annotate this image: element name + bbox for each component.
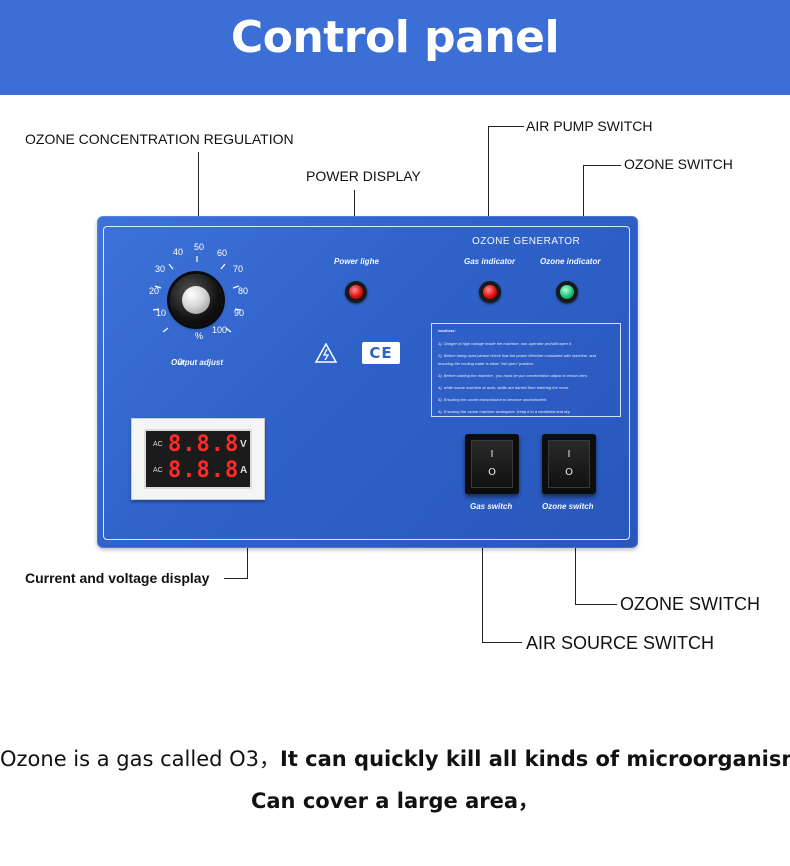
high-voltage-warning-icon: [315, 343, 337, 363]
dial-tick-label: 30: [155, 264, 166, 274]
leader-line: [488, 126, 524, 127]
leader-line: [482, 642, 522, 643]
leader-line: [583, 165, 621, 166]
footer-line-2: Can cover a large area，: [250, 789, 540, 813]
footer-emphasis: It can quickly kill all kinds of microor…: [280, 747, 790, 771]
switch-off-symbol: O: [565, 467, 573, 478]
caution-line: 1). Danger of high voltage inside the ma…: [438, 341, 573, 346]
dial-tick-label: 80: [238, 286, 249, 296]
callout-power-display: POWER DISPLAY: [306, 168, 421, 184]
meter-ac-label: AC: [153, 441, 163, 448]
current-unit: A: [240, 465, 248, 476]
dial-unit: %: [195, 331, 204, 341]
power-indicator-lamp: [345, 281, 367, 303]
switch-off-symbol: O: [488, 467, 496, 478]
leader-line: [198, 152, 199, 270]
power-light-label: Power lighe: [334, 257, 379, 266]
ozone-concentration-knob[interactable]: [170, 274, 222, 326]
leader-line: [482, 548, 483, 643]
voltage-unit: V: [240, 439, 247, 450]
gas-indicator-lamp: [479, 281, 501, 303]
leader-line: [224, 578, 248, 579]
caution-line: 3). Before starting the machine , you mu…: [438, 373, 589, 378]
leader-line: [575, 604, 617, 605]
footer-intro: Ozone is a gas called O3，: [0, 747, 281, 771]
dial-tick-label: 100: [212, 325, 228, 335]
leader-line: [583, 165, 584, 217]
switch-on-symbol: I: [490, 449, 494, 460]
ozone-switch-rocker: I O: [548, 440, 590, 488]
leader-line: [575, 548, 576, 605]
dial-scale-ticks: [152, 256, 242, 333]
caution-line: 6). Ensuring the ozone machine workspace…: [438, 409, 571, 414]
dial-tick-label: 20: [149, 286, 160, 296]
gas-switch-label: Gas switch: [470, 502, 513, 511]
dial-tick-label: 40: [173, 247, 184, 257]
callout-ozone-concentration: OZONE CONCENTRATION REGULATION: [25, 131, 294, 147]
control-panel: OZONE GENERATOR Power lighe Gas indicato…: [97, 216, 638, 548]
voltage-readout: 8.8.8: [168, 432, 240, 457]
callout-air-pump-switch: AIR PUMP SWITCH: [526, 118, 653, 134]
ce-mark: CE: [362, 342, 400, 364]
caution-line: 5). Ensuring the ozone transmission to b…: [438, 397, 547, 402]
dial-tick-label: 90: [234, 308, 245, 318]
dial-tick-label: 50: [194, 242, 205, 252]
callout-current-voltage: Current and voltage display: [25, 570, 210, 586]
current-voltage-meter: AC 8.8.8 V AC 8.8.8 A: [131, 418, 265, 500]
output-adjust-label: Output adjust: [171, 358, 223, 367]
ozone-switch-label: Ozone switch: [542, 502, 594, 511]
dial-tick-label: 0: [178, 357, 184, 367]
leader-line: [488, 126, 489, 218]
page-title: Control panel: [230, 12, 560, 63]
gas-switch[interactable]: I O: [465, 434, 519, 494]
brand-label: OZONE GENERATOR: [472, 236, 581, 247]
callout-air-source-switch: AIR SOURCE SWITCH: [526, 633, 715, 653]
meter-screen: AC 8.8.8 V AC 8.8.8 A: [144, 429, 252, 489]
dial-tick-label: 60: [217, 248, 228, 258]
callout-ozone-switch-top: OZONE SWITCH: [624, 156, 733, 172]
gas-switch-rocker: I O: [471, 440, 513, 488]
caution-notice: cautions: 1). Danger of high voltage ins…: [431, 323, 621, 417]
caution-line: 4). while ozone machine at work, staffs …: [438, 385, 570, 390]
switch-on-symbol: I: [567, 449, 571, 460]
footer-line-1: Ozone is a gas called O3，It can quickly …: [0, 743, 790, 773]
caution-line: 2). Before being used please check that …: [438, 353, 596, 358]
gas-indicator-label: Gas indicator: [464, 257, 516, 266]
meter-ac-label: AC: [153, 467, 163, 474]
ozone-indicator-lamp: [556, 281, 578, 303]
ozone-indicator-label: Ozone indicator: [540, 257, 601, 266]
caution-title: cautions:: [438, 328, 456, 333]
panel-frame: [103, 226, 630, 540]
current-readout: 8.8.8: [168, 458, 240, 483]
header-banner: Control panel: [0, 0, 790, 95]
ozone-switch[interactable]: I O: [542, 434, 596, 494]
knob-cap: [182, 286, 210, 314]
caution-line: ensuring the cooling water is inlow "ful…: [438, 361, 535, 366]
dial-tick-label: 10: [156, 308, 167, 318]
callout-ozone-switch-bottom: OZONE SWITCH: [620, 594, 760, 614]
dial-tick-label: 70: [233, 264, 244, 274]
